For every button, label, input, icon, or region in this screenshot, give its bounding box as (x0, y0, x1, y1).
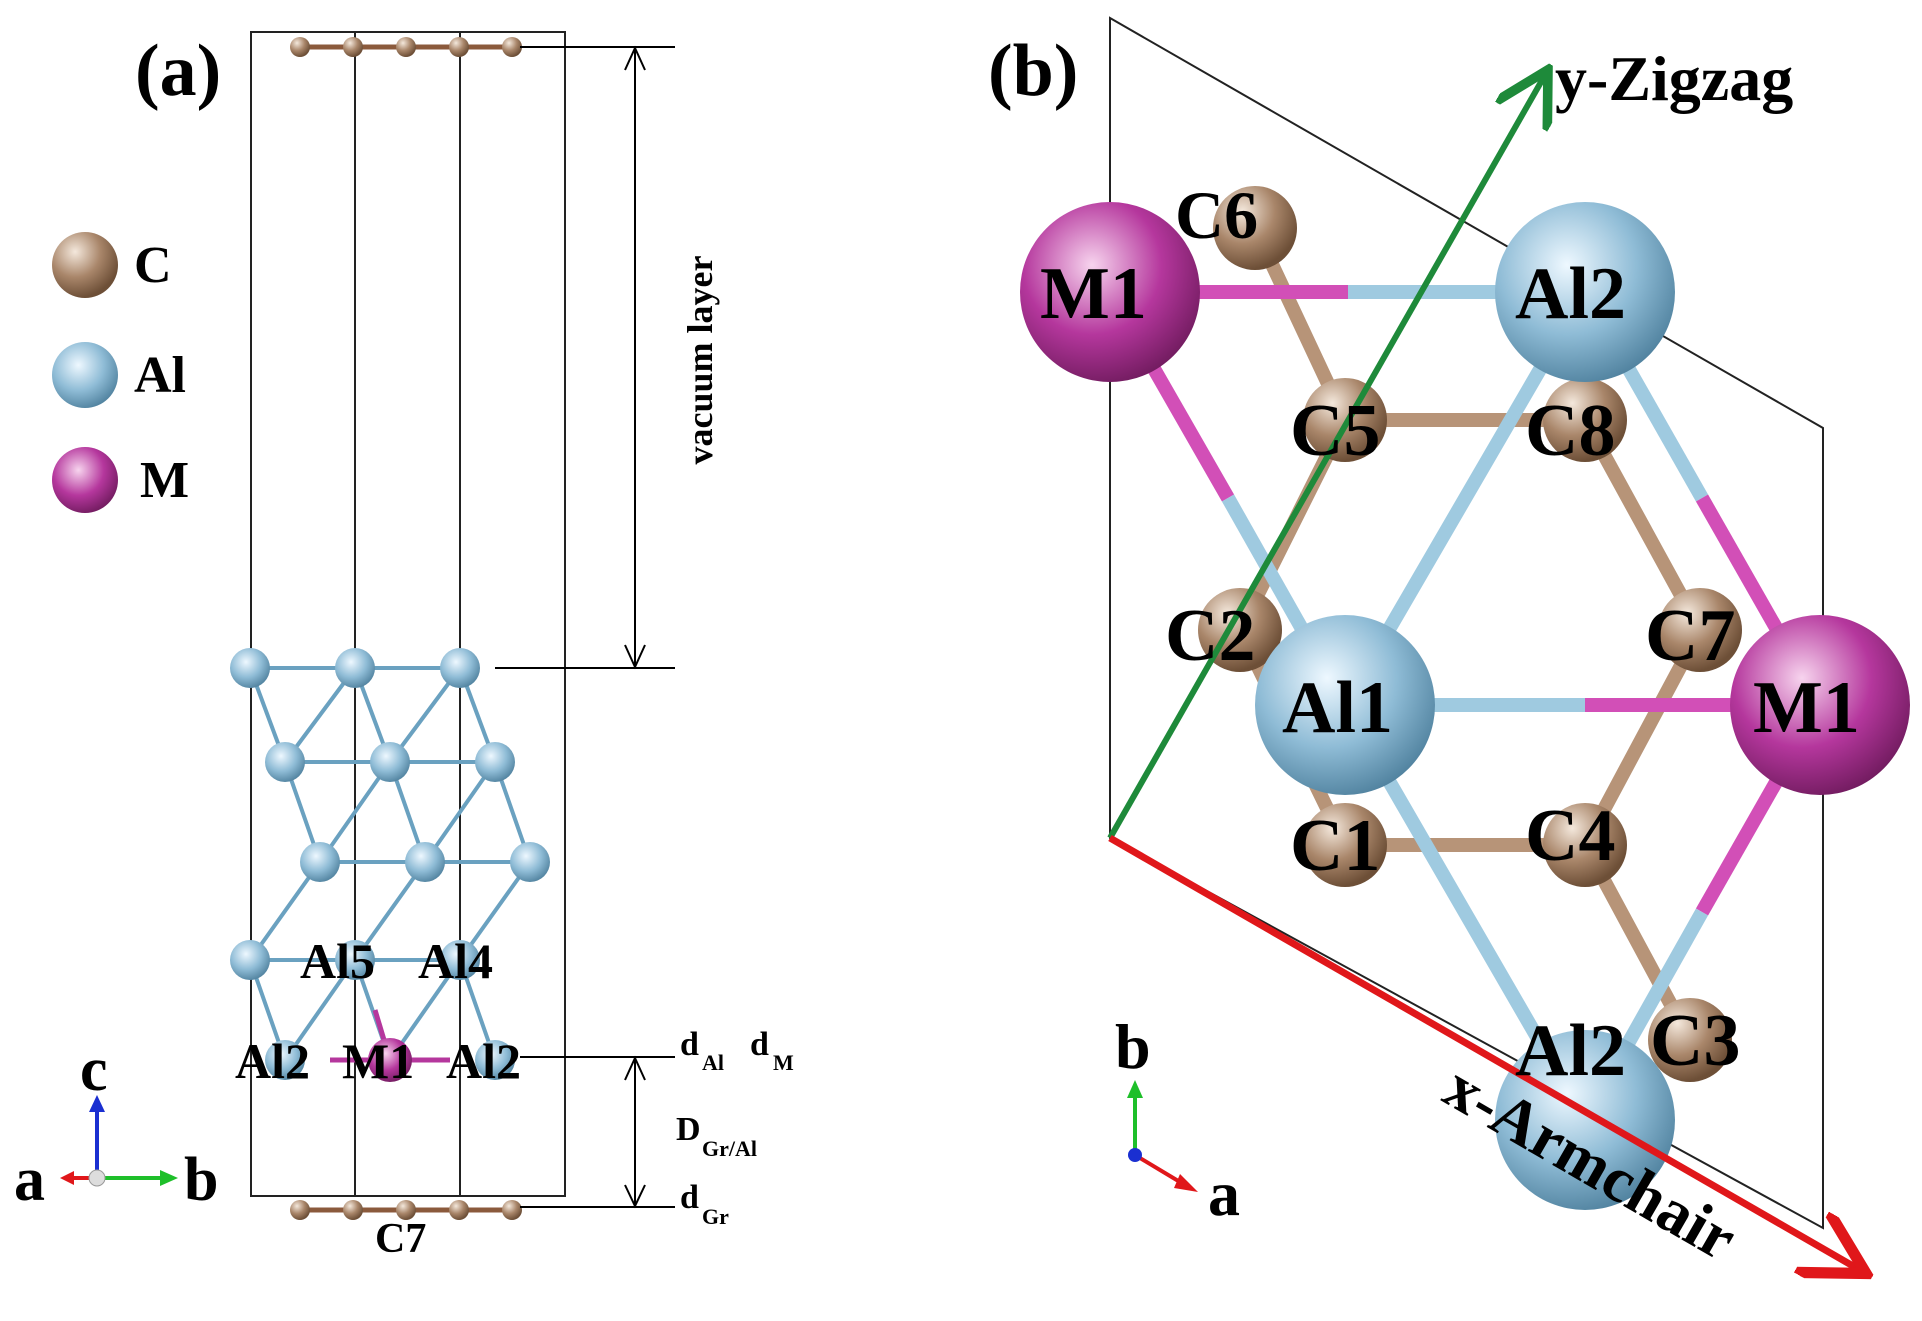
label-al2-bottom: Al2 (1515, 1010, 1626, 1092)
atom-al2-top (1495, 202, 1675, 382)
atom-m1-right (1730, 615, 1910, 795)
legend: C Al M (52, 232, 189, 513)
axis-b-label: b (184, 1146, 218, 1214)
graphene-layer-bottom (290, 1200, 522, 1220)
zigzag-label: y-Zigzag (1555, 43, 1793, 114)
m1-atom-side (368, 1038, 412, 1082)
atom-c7 (1658, 588, 1742, 672)
atom-c6 (1213, 186, 1297, 270)
carbon-atoms (1198, 186, 1742, 1082)
axis-b-label-b: b (1115, 1011, 1151, 1082)
label-c6: C6 (1175, 177, 1258, 253)
atom-c1 (1303, 803, 1387, 887)
panel-b-label: (b) (988, 30, 1078, 112)
label-c7: C7 (375, 1216, 426, 1262)
label-c8: C8 (1525, 390, 1615, 472)
legend-aluminum-label: Al (134, 347, 186, 404)
d-gr-al-label: D (676, 1111, 701, 1148)
label-al1: Al1 (1282, 667, 1393, 749)
atom-c4 (1543, 803, 1627, 887)
label-m1: M1 (342, 1033, 414, 1089)
dimension-lines (495, 45, 675, 1209)
axis-a-label: a (14, 1146, 45, 1214)
panel-a: (a) (14, 30, 794, 1262)
al-slab-atoms (230, 648, 550, 1082)
legend-metal-swatch (52, 447, 118, 513)
graphene-layer-top (290, 37, 522, 57)
label-c4: C4 (1525, 795, 1615, 877)
label-m1-right: M1 (1753, 667, 1860, 749)
label-al2-right: Al2 (446, 1033, 521, 1089)
axis-triad-b: b a (1115, 1011, 1240, 1229)
axis-c-label: c (80, 1036, 108, 1104)
panel-a-label: (a) (135, 30, 221, 112)
unit-cell-box (250, 31, 566, 1197)
label-c1: C1 (1290, 805, 1380, 887)
atom-c3 (1648, 998, 1732, 1082)
atom-al2-bottom (1495, 1030, 1675, 1210)
atom-c8 (1543, 378, 1627, 462)
label-c2: C2 (1165, 595, 1255, 677)
axis-a-label-b: a (1208, 1158, 1240, 1229)
legend-aluminum-swatch (52, 342, 118, 408)
panel-b: (b) (988, 16, 1910, 1274)
d-gr-al-subscript: Gr/Al (702, 1136, 757, 1161)
label-c5: C5 (1290, 390, 1380, 472)
atom-al1 (1255, 615, 1435, 795)
legend-carbon-label: C (134, 237, 172, 294)
label-al2-left: Al2 (235, 1033, 310, 1089)
d-al-label: d (680, 1026, 699, 1063)
d-gr-label: d (680, 1179, 699, 1216)
large-atoms (1020, 202, 1910, 1210)
zigzag-arrow (1107, 75, 1545, 840)
legend-metal-label: M (140, 452, 189, 509)
label-m1-top: M1 (1040, 253, 1147, 335)
d-gr-subscript: Gr (702, 1204, 729, 1229)
label-al2-top: Al2 (1515, 253, 1626, 335)
al-slab-bonds (248, 666, 532, 1062)
axis-triad-a: c a b (14, 1036, 218, 1214)
label-c7: C7 (1645, 595, 1735, 677)
label-c3: C3 (1650, 1000, 1740, 1082)
d-al-subscript: Al (702, 1050, 724, 1075)
label-al5: Al5 (300, 933, 375, 989)
d-m-subscript: M (773, 1050, 794, 1075)
d-m-label: d (750, 1026, 769, 1063)
vacuum-layer-label: vacuum layer (680, 255, 720, 464)
legend-carbon-swatch (52, 232, 118, 298)
atom-m1-top (1020, 202, 1200, 382)
label-al4: Al4 (418, 933, 493, 989)
armchair-arrow (1108, 834, 1860, 1270)
